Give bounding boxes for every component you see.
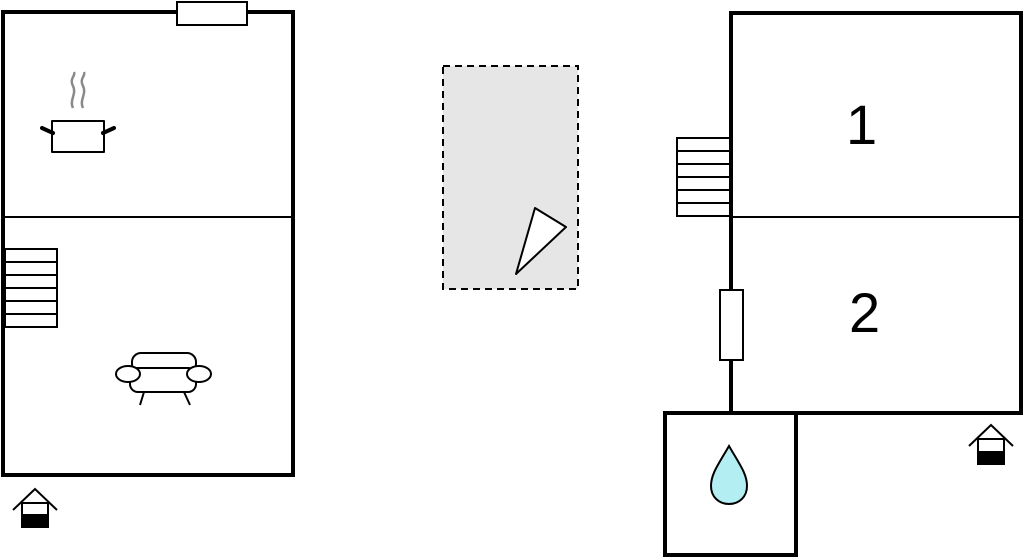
entrance-house-icon-right (968, 423, 1014, 465)
room-2-label: 2 (849, 281, 881, 344)
left-building-walls (1, 10, 295, 477)
sofa-icon (115, 352, 212, 406)
side-window (719, 289, 744, 361)
right-building-outer-wall (731, 11, 1023, 415)
cooking-pot-icon (40, 71, 116, 153)
parasol-icon (515, 207, 567, 275)
water-drop-icon (709, 444, 749, 506)
stairs-right (676, 137, 731, 217)
stairs-left (4, 248, 58, 328)
entrance-house-icon-left (12, 487, 58, 528)
right-building (663, 11, 1023, 557)
room-1-label: 1 (846, 93, 878, 156)
left-building (1, 1, 295, 477)
terrace (442, 65, 579, 290)
bathroom-walls (663, 411, 798, 557)
top-window (176, 1, 248, 26)
